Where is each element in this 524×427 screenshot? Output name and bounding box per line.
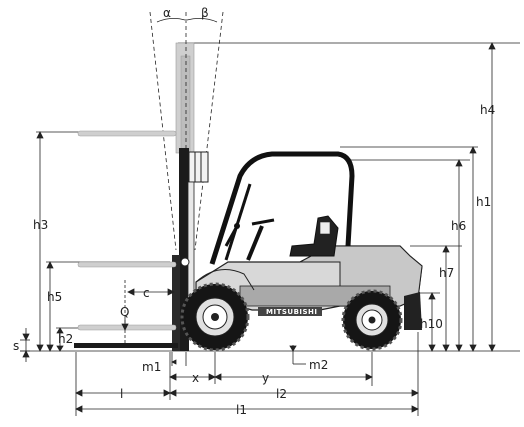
label-h7: h7 bbox=[439, 266, 454, 280]
label-h5: h5 bbox=[47, 290, 62, 304]
fork-ground bbox=[74, 343, 178, 348]
label-l: l bbox=[120, 387, 123, 401]
label-c: c bbox=[143, 286, 150, 300]
label-h1: h1 bbox=[476, 195, 491, 209]
label-h10: h10 bbox=[420, 317, 443, 331]
forks bbox=[74, 130, 178, 348]
dimension-labels: α β h4 h1 h6 h7 h10 h3 h5 h2 s c Q m1 m2… bbox=[13, 6, 495, 417]
seat bbox=[289, 215, 339, 257]
steering-wheel bbox=[251, 218, 275, 226]
label-m2: m2 bbox=[309, 358, 328, 372]
horizontal-dimensions bbox=[75, 332, 419, 416]
brand-text: MITSUBISHI bbox=[266, 308, 318, 316]
label-l2: l2 bbox=[276, 387, 287, 401]
label-y: y bbox=[262, 371, 269, 385]
brand-plate: MITSUBISHI bbox=[258, 307, 322, 316]
front-wheel bbox=[180, 282, 250, 352]
rear-wheel bbox=[341, 289, 403, 351]
label-x: x bbox=[192, 371, 199, 385]
label-q: Q bbox=[120, 305, 129, 319]
label-beta: β bbox=[201, 6, 209, 20]
load-center bbox=[121, 280, 175, 343]
label-l1: l1 bbox=[236, 403, 247, 417]
label-alpha: α bbox=[163, 6, 171, 20]
rear-bumper bbox=[404, 292, 422, 330]
label-h2: h2 bbox=[58, 332, 73, 346]
fork-mid bbox=[77, 261, 177, 268]
label-h4: h4 bbox=[480, 103, 495, 117]
vertical-dimensions bbox=[20, 42, 496, 362]
label-m1: m1 bbox=[142, 360, 161, 374]
steering-column bbox=[246, 225, 264, 261]
mast bbox=[149, 11, 224, 351]
fork-raised bbox=[77, 130, 177, 137]
mast-rail bbox=[179, 148, 189, 351]
label-s: s bbox=[13, 339, 19, 353]
overhead-guard bbox=[209, 151, 355, 265]
label-h3: h3 bbox=[33, 218, 48, 232]
label-h6: h6 bbox=[451, 219, 466, 233]
truck-body: MITSUBISHI bbox=[195, 151, 423, 330]
